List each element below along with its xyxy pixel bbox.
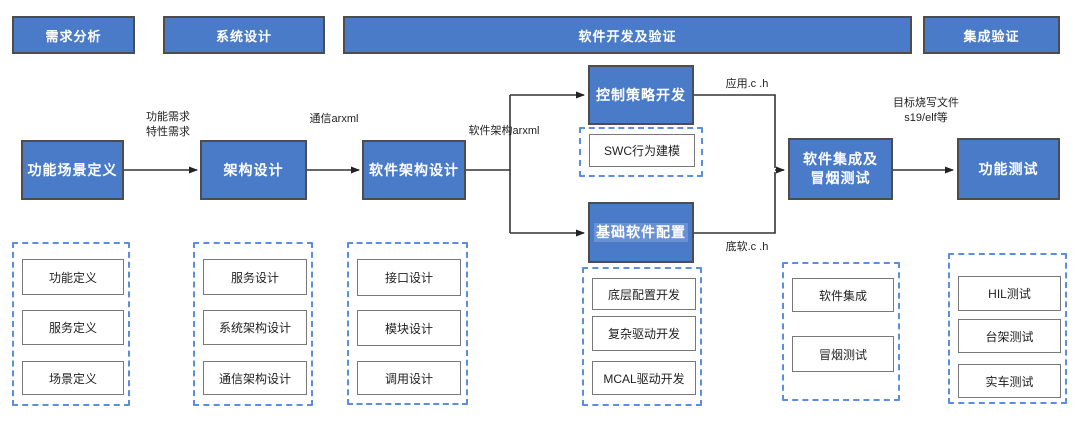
edge-label-target-file-line1: 目标烧写文件 xyxy=(893,97,959,109)
edge-label-requirements: 功能需求 特性需求 xyxy=(132,110,204,140)
detail-item: 底层配置开发 xyxy=(592,278,696,310)
detail-group-integration: 软件集成 冒烟测试 xyxy=(782,262,900,401)
detail-item-swc-behavior-modeling: SWC行为建模 xyxy=(589,134,695,167)
edge-label-app-files: 应用.c .h xyxy=(725,78,769,90)
flow-node-architecture-design: 架构设计 xyxy=(200,140,307,200)
detail-item: 系统架构设计 xyxy=(203,310,307,345)
flow-node-scene-definition: 功能场景定义 xyxy=(21,140,124,200)
detail-group-software-arch: 接口设计 模块设计 调用设计 xyxy=(347,242,468,405)
edge-label-bsw-files: 底软.c .h xyxy=(725,241,769,253)
edge-label-requirements-line2: 特性需求 xyxy=(146,126,190,138)
phase-bar-requirements-analysis: 需求分析 xyxy=(12,16,135,54)
detail-item: 调用设计 xyxy=(357,361,461,395)
software-integration-line1: 软件集成及 xyxy=(803,151,878,168)
detail-item: 服务设计 xyxy=(203,259,307,295)
flow-node-basic-software-config: 基础软件配置 xyxy=(588,202,694,263)
phase-bar-software-dev-verification: 软件开发及验证 xyxy=(343,16,912,54)
flow-node-control-strategy-dev: 控制策略开发 xyxy=(588,65,694,125)
detail-group-architecture: 服务设计 系统架构设计 通信架构设计 xyxy=(193,242,313,406)
detail-group-basic-software: 底层配置开发 复杂驱动开发 MCAL驱动开发 xyxy=(582,267,702,406)
edge-label-sw-arch-arxml: 软件架构arxml xyxy=(468,125,540,137)
phase-bar-integration-verification: 集成验证 xyxy=(923,16,1060,54)
detail-group-swc-modeling: SWC行为建模 xyxy=(579,127,703,177)
flow-node-basic-software-config-label: 基础软件配置 xyxy=(594,223,688,242)
detail-item: 软件集成 xyxy=(792,278,894,312)
detail-item: 冒烟测试 xyxy=(792,336,894,372)
edge-label-target-file: 目标烧写文件 s19/elf等 xyxy=(878,96,974,126)
phase-bar-system-design: 系统设计 xyxy=(163,16,325,54)
detail-item: 功能定义 xyxy=(22,259,124,295)
detail-item: 服务定义 xyxy=(22,310,124,345)
edge-label-requirements-line1: 功能需求 xyxy=(146,111,190,123)
detail-group-scene-definition: 功能定义 服务定义 场景定义 xyxy=(12,242,130,406)
detail-group-function-test: HIL测试 台架测试 实车测试 xyxy=(948,253,1067,404)
detail-item: 模块设计 xyxy=(357,310,461,346)
detail-item: 接口设计 xyxy=(357,259,461,296)
edge-label-target-file-line2: s19/elf等 xyxy=(904,112,948,124)
detail-item: 复杂驱动开发 xyxy=(592,316,696,351)
detail-item: MCAL驱动开发 xyxy=(592,361,696,395)
detail-item: 台架测试 xyxy=(958,319,1061,353)
software-integration-line2: 冒烟测试 xyxy=(810,170,871,186)
flow-node-software-architecture-design: 软件架构设计 xyxy=(362,140,466,200)
flow-node-software-integration-smoke-test: 软件集成及 冒烟测试 xyxy=(788,138,893,200)
detail-item: 场景定义 xyxy=(22,361,124,395)
detail-item: HIL测试 xyxy=(958,276,1061,311)
detail-item: 实车测试 xyxy=(958,364,1061,398)
detail-item: 通信架构设计 xyxy=(203,361,307,395)
flow-node-function-test: 功能测试 xyxy=(957,138,1060,200)
edge-label-comm-arxml: 通信arxml xyxy=(309,113,359,125)
